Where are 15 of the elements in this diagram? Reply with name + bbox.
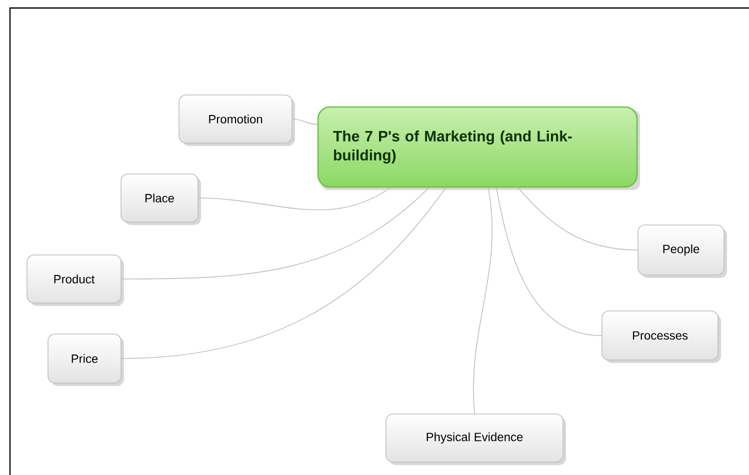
subtopic-box: Promotion	[178, 94, 295, 146]
subtopic-box: Price	[48, 334, 124, 386]
connector-line	[496, 187, 602, 336]
subtopic-box: Product	[26, 254, 124, 306]
connector-line	[473, 187, 493, 414]
subtopic-box: Processes	[602, 310, 721, 363]
subtopic-box: Physical Evidence	[386, 414, 566, 465]
connector-line	[518, 187, 638, 250]
connector-line	[121, 187, 430, 280]
topic-box: The 7 P's of Marketing (and Link-building)	[317, 106, 640, 190]
connector-line	[121, 187, 446, 359]
subtopic-box: People	[638, 224, 727, 278]
connector-line	[198, 187, 391, 210]
connector-line	[292, 118, 318, 125]
subtopic-box: Place	[120, 174, 201, 225]
